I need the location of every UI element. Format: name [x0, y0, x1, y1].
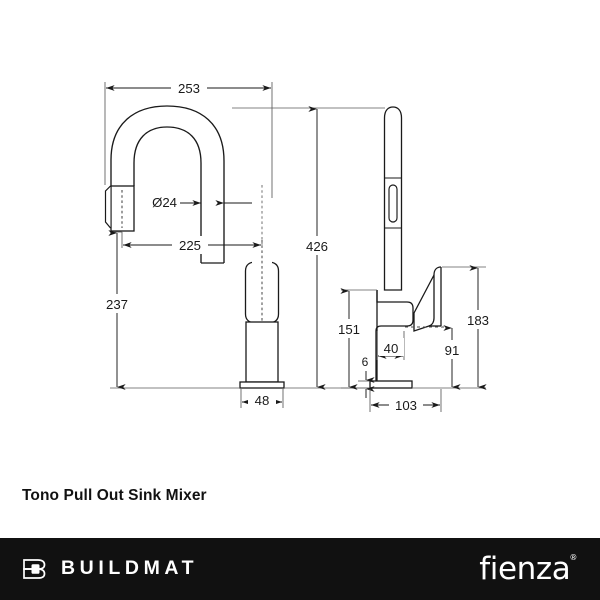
dim-91: 91: [440, 325, 465, 390]
dim-6-value: 6: [362, 355, 369, 369]
dim-91-text-bg: [440, 340, 465, 359]
dim-183-value: 183: [467, 313, 489, 328]
fienza-logo[interactable]: fienza®: [479, 538, 578, 600]
buildmat-logo-icon: [23, 559, 46, 579]
mixer-body-front: [201, 240, 285, 389]
spout-outer-profile: [110, 105, 225, 263]
dim-40-value: 40: [384, 341, 399, 356]
dim-151: 151: [333, 288, 377, 390]
dim-48-text-bg: [248, 391, 276, 409]
dim-6: 6: [358, 355, 375, 398]
footer-bar: BUILDMAT fienza®: [0, 538, 600, 600]
side-body-outline-right: [375, 290, 414, 382]
dim-103-text-bg: [389, 396, 423, 414]
page-title: Tono Pull Out Sink Mixer: [22, 487, 207, 504]
dim-183-text-bg: [462, 310, 495, 329]
dim-225-value: 225: [179, 238, 201, 253]
side-dimension-group: 151 40 6: [333, 265, 495, 414]
side-column-slot: [388, 184, 398, 223]
spout-inner-profile: [133, 126, 202, 263]
technical-drawing-svg: 253 Ø24 225: [100, 78, 495, 414]
dim-24-value: Ø24: [152, 195, 177, 210]
technical-drawing-area: 253 Ø24 225: [100, 78, 495, 414]
dim-48-value: 48: [255, 393, 270, 408]
spray-head-body: [110, 185, 135, 232]
dim-40-text-bg: [379, 338, 404, 356]
fienza-wordmark-text: fienza: [479, 550, 571, 587]
dim-diameter-24: Ø24: [152, 195, 252, 210]
body-lower-column: [245, 321, 279, 383]
buildmat-wordmark: BUILDMAT: [61, 557, 199, 580]
dim-225: 225: [121, 185, 263, 254]
dim-103: 103: [369, 389, 442, 414]
fienza-registered-icon: ®: [569, 553, 577, 563]
dim-183: 183: [413, 265, 495, 390]
dim-253-value: 253: [178, 81, 200, 96]
dim-237-value: 237: [106, 297, 128, 312]
side-handle-lever: [413, 274, 435, 332]
base-flange-front: [239, 381, 285, 389]
spray-head: [104, 185, 135, 232]
buildmat-logo[interactable]: BUILDMAT: [22, 538, 198, 600]
dim-40: 40: [376, 331, 405, 360]
dim-151-value: 151: [338, 322, 360, 337]
dim-91-value: 91: [445, 343, 460, 358]
side-base-plate: [369, 380, 413, 389]
dim-237: 237: [100, 230, 240, 390]
dim-426-value: 426: [306, 239, 328, 254]
dim-225-text-bg: [172, 236, 208, 254]
fienza-wordmark: fienza®: [479, 550, 578, 587]
spray-head-trigger: [104, 185, 111, 229]
dim-48: 48: [240, 389, 284, 409]
dim-426-text-bg: [300, 236, 335, 255]
dim-237-text-bg: [100, 294, 134, 313]
side-elevation-drawing: [369, 106, 446, 389]
dim-151-text-bg: [333, 319, 365, 338]
side-handle-top-radius: [433, 266, 442, 276]
dim-103-value: 103: [395, 398, 417, 413]
dim-253-text-bg: [171, 78, 207, 97]
front-elevation-drawing: [104, 105, 285, 389]
dim-253: 253: [104, 78, 273, 198]
front-dimension-group: 253 Ø24 225: [100, 78, 385, 409]
gooseneck-spout: [110, 105, 225, 263]
